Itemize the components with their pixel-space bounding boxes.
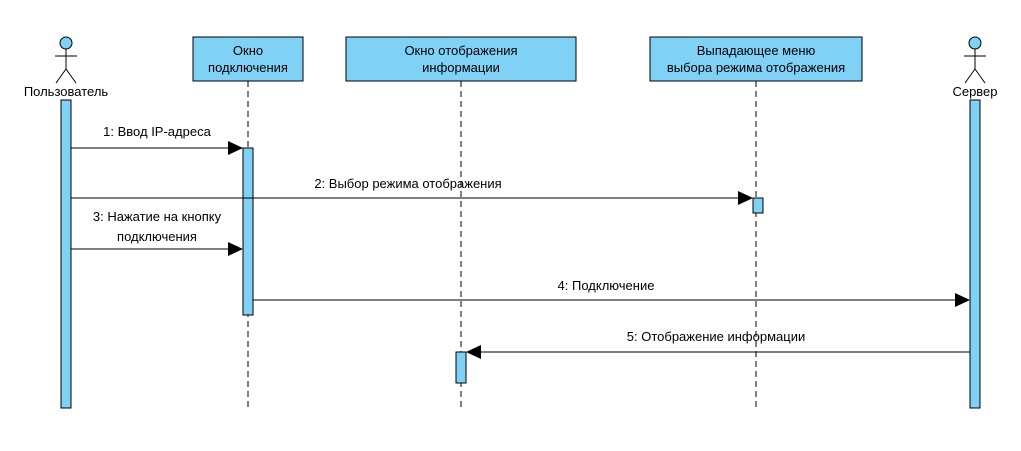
participant-menu-label-line-2: выбора режима отображения [667,60,845,75]
actor-user-head [59,36,73,50]
activation-info [455,351,467,384]
actor-user-label: Пользователь [24,84,109,99]
message-4: 4: Подключение [253,278,970,307]
message-3-label-line-2: подключения [117,229,197,244]
message-4-arrow-head [955,293,970,307]
actor-user: Пользователь [24,36,109,99]
message-2-label: 2: Выбор режима отображения [314,176,501,191]
actor-server: Сервер [952,36,998,99]
message-5-label: 5: Отображение информации [627,329,805,344]
message-3-label-line-1: 3: Нажатие на кнопку [93,209,222,224]
message-5-arrow-head [466,345,481,359]
participant-conn-box [192,36,304,82]
message-1-label: 1: Ввод IP-адреса [103,124,211,139]
message-1: 1: Ввод IP-адреса [71,124,243,155]
actor-user-leg-left [55,68,67,84]
actor-user-leg-right [65,68,77,84]
actor-server-label: Сервер [952,84,997,99]
actor-server-head [968,36,982,50]
message-1-arrow-head [228,141,243,155]
participant-menu-box [649,36,863,82]
activation-conn [242,147,254,316]
message-4-label: 4: Подключение [558,278,655,293]
activation-user [60,99,72,409]
participant-info-box [345,36,577,82]
message-2-arrow-head [738,191,753,205]
message-2: 2: Выбор режима отображения [71,176,753,205]
participant-info-label-line-2: информации [422,60,500,75]
message-5: 5: Отображение информации [466,329,970,359]
participant-conn-label-line-1: Окно [233,43,263,58]
participant-info-label-line-1: Окно отображения [404,43,517,58]
message-3: 3: Нажатие на кнопку подключения [71,209,243,256]
activation-menu [752,197,764,214]
participant-conn: Окно подключения [192,36,304,82]
participant-info: Окно отображения информации [345,36,577,82]
message-3-arrow-head [228,242,243,256]
participant-menu: Выпадающее меню выбора режима отображени… [649,36,863,82]
participant-menu-label-line-1: Выпадающее меню [697,43,816,58]
actor-server-leg-left [964,68,976,84]
participant-conn-label-line-2: подключения [208,60,288,75]
actor-server-leg-right [974,68,986,84]
activation-server [969,99,981,409]
